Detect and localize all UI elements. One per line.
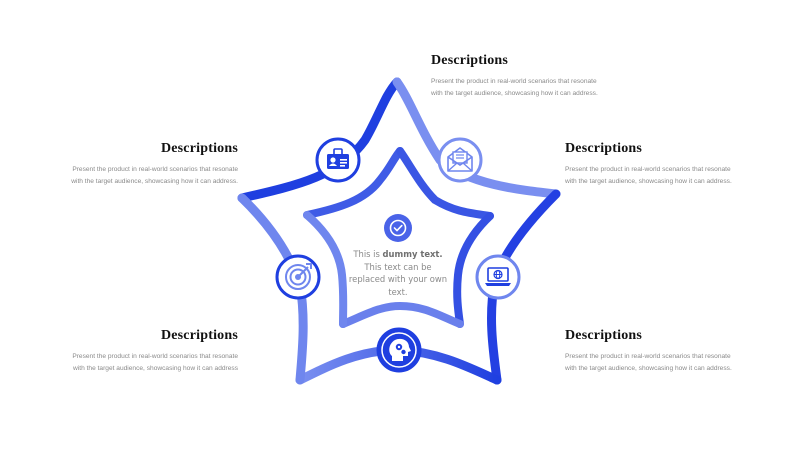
description-top: Descriptions Present the product in real… [431,53,601,100]
center-text-body: This text can be replaced with your own … [348,261,448,297]
description-lower-right: Descriptions Present the product in real… [565,328,735,375]
inner-star-edge-top-left [303,147,404,219]
head-gears-icon [376,327,422,373]
description-top-body: Present the product in real-world scenar… [431,78,598,97]
description-upper-left: Descriptions Present the product in real… [68,141,238,188]
description-lower-left: Descriptions Present the product in real… [68,328,238,375]
description-upper-right-body: Present the product in real-world scenar… [565,166,732,185]
laptop-globe-icon [475,254,521,300]
description-upper-right-title: Descriptions [565,141,643,156]
id-card-icon [315,137,361,183]
description-lower-left-title: Descriptions [160,328,238,343]
description-lower-left-body: Present the product in real-world scenar… [72,353,238,372]
inner-star-edge-top-right [396,147,494,220]
description-upper-right: Descriptions Present the product in real… [565,141,735,188]
inner-star-edge-left [303,211,348,328]
inner-star-edge-right [453,212,494,328]
center-text: This is dummy text. This text can be rep… [348,248,448,298]
outer-star-edge-top-left [237,77,402,203]
center-text-prefix: This is [353,249,383,259]
description-lower-right-title: Descriptions [565,328,643,343]
email-icon [437,137,483,183]
target-icon [275,254,321,300]
description-top-title: Descriptions [431,53,509,68]
inner-star [303,147,494,328]
description-upper-left-title: Descriptions [160,141,238,156]
center-text-bold: dummy text. [382,249,443,259]
description-lower-right-body: Present the product in real-world scenar… [565,353,732,372]
inner-star-edge-bottom [339,302,464,328]
check-circle-icon [384,214,412,242]
description-upper-left-body: Present the product in real-world scenar… [71,166,238,185]
